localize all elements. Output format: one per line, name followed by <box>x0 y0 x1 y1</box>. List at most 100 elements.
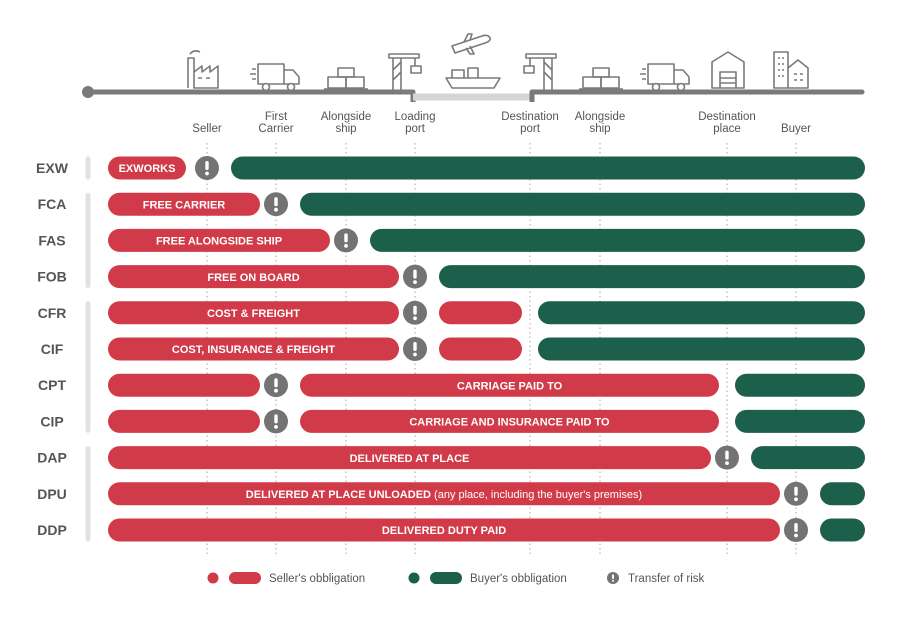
term-code: FOB <box>37 269 67 285</box>
risk-dot <box>413 316 417 321</box>
seller-obligation-bar <box>108 446 711 470</box>
legend-seller-label: Seller's obbligation <box>269 573 365 585</box>
crane-frame <box>388 53 420 92</box>
container <box>600 76 620 89</box>
risk-bang <box>612 574 614 579</box>
risk-dot <box>612 579 614 582</box>
container <box>327 76 347 89</box>
term-code: DAP <box>37 450 67 466</box>
container <box>582 76 602 89</box>
term-row: DAP DELIVERED AT PLACE <box>37 445 865 470</box>
risk-dot <box>274 388 278 393</box>
term-name: CARRIAGE AND INSURANCE PAID TO <box>409 417 610 429</box>
seller-obligation-bar <box>439 337 522 361</box>
term-code: CPT <box>38 377 66 393</box>
seller-obligation-bar <box>108 337 399 361</box>
buyer-obligation-bar <box>439 265 865 289</box>
term-name-main: FREE ALONGSIDE SHIP <box>156 236 282 248</box>
truck-wheel <box>286 82 296 92</box>
port-crane-icon <box>388 53 422 92</box>
term-name-suffix: (any place, including the buyer's premis… <box>431 489 642 501</box>
truck-body <box>257 63 300 85</box>
risk-bang <box>794 486 798 496</box>
term-code: FCA <box>38 196 67 212</box>
stage-label-line: Alongside <box>575 111 626 123</box>
buyer-obligation-bar <box>538 301 865 325</box>
port-crane-icon <box>523 53 557 92</box>
risk-dot <box>794 497 798 502</box>
truck-wheel <box>676 82 686 92</box>
container <box>592 67 610 78</box>
buyer-obligation-bar <box>300 192 865 216</box>
risk-dot <box>274 425 278 429</box>
truck-speed-lines <box>640 68 646 80</box>
legend-buyer-dot <box>408 572 420 584</box>
term-code: DDP <box>37 522 67 538</box>
risk-dot <box>274 207 278 212</box>
factory-icon <box>187 50 219 89</box>
seller-obligation-bar <box>300 373 719 397</box>
term-name: COST, INSURANCE & FREIGHT <box>172 344 335 356</box>
truck-wheel <box>261 82 271 92</box>
stage-label: Seller <box>192 123 222 135</box>
cargo-ship-icon <box>445 67 501 89</box>
term-name: EXWORKS <box>119 163 176 175</box>
risk-transfer-icon <box>403 300 427 325</box>
risk-bang <box>725 450 729 460</box>
factory-body <box>187 57 219 89</box>
risk-dot <box>413 352 417 357</box>
risk-transfer-icon <box>264 409 288 434</box>
buyer-obligation-bar <box>820 518 865 542</box>
container-stack-icon <box>324 67 368 90</box>
term-row: DDP DELIVERED DUTY PAID <box>37 518 865 542</box>
term-name: DELIVERED DUTY PAID <box>382 525 506 537</box>
risk-dot <box>413 280 417 284</box>
risk-dot <box>725 461 729 465</box>
risk-bang <box>794 523 798 532</box>
risk-transfer-icon <box>264 373 288 398</box>
crane-box <box>410 65 422 74</box>
stage-label: Buyer <box>781 123 811 135</box>
risk-transfer-icon <box>784 481 808 506</box>
risk-dot <box>205 171 209 176</box>
factory-smoke <box>189 50 201 55</box>
term-code: CFR <box>38 305 67 321</box>
stage-label-line: Carrier <box>258 123 293 135</box>
route-rail <box>82 86 865 102</box>
warehouse-body <box>711 51 745 89</box>
truck-body <box>647 63 690 85</box>
risk-transfer-icon <box>264 192 288 217</box>
warehouse-icon <box>711 51 745 89</box>
plane-body <box>451 33 491 55</box>
term-name: FREE ALONGSIDE SHIP <box>156 236 282 248</box>
seller-obligation-bar <box>108 228 330 252</box>
seller-obligation-bar <box>108 373 260 397</box>
legend-seller-bar <box>229 572 261 584</box>
container-stack-icon <box>579 67 623 90</box>
stage-label-line: Buyer <box>781 123 811 135</box>
risk-transfer-icon <box>784 518 808 542</box>
term-name-main: DELIVERED AT PLACE <box>350 453 470 465</box>
risk-bang <box>205 161 209 170</box>
risk-transfer-icon <box>715 445 739 470</box>
term-name: COST & FREIGHT <box>207 308 300 320</box>
seller-obligation-bar <box>108 301 399 325</box>
seller-obligation-bar <box>108 156 186 180</box>
transport-icons <box>187 33 809 92</box>
seller-obligation-bar <box>108 265 399 289</box>
risk-transfer-icon <box>195 156 219 180</box>
term-name: DELIVERED AT PLACE UNLOADED (any place, … <box>246 489 642 501</box>
term-name-main: COST & FREIGHT <box>207 308 300 320</box>
rail-start-dot <box>82 86 94 98</box>
risk-transfer-icon <box>403 337 427 361</box>
legend-risk-icon <box>607 572 619 584</box>
